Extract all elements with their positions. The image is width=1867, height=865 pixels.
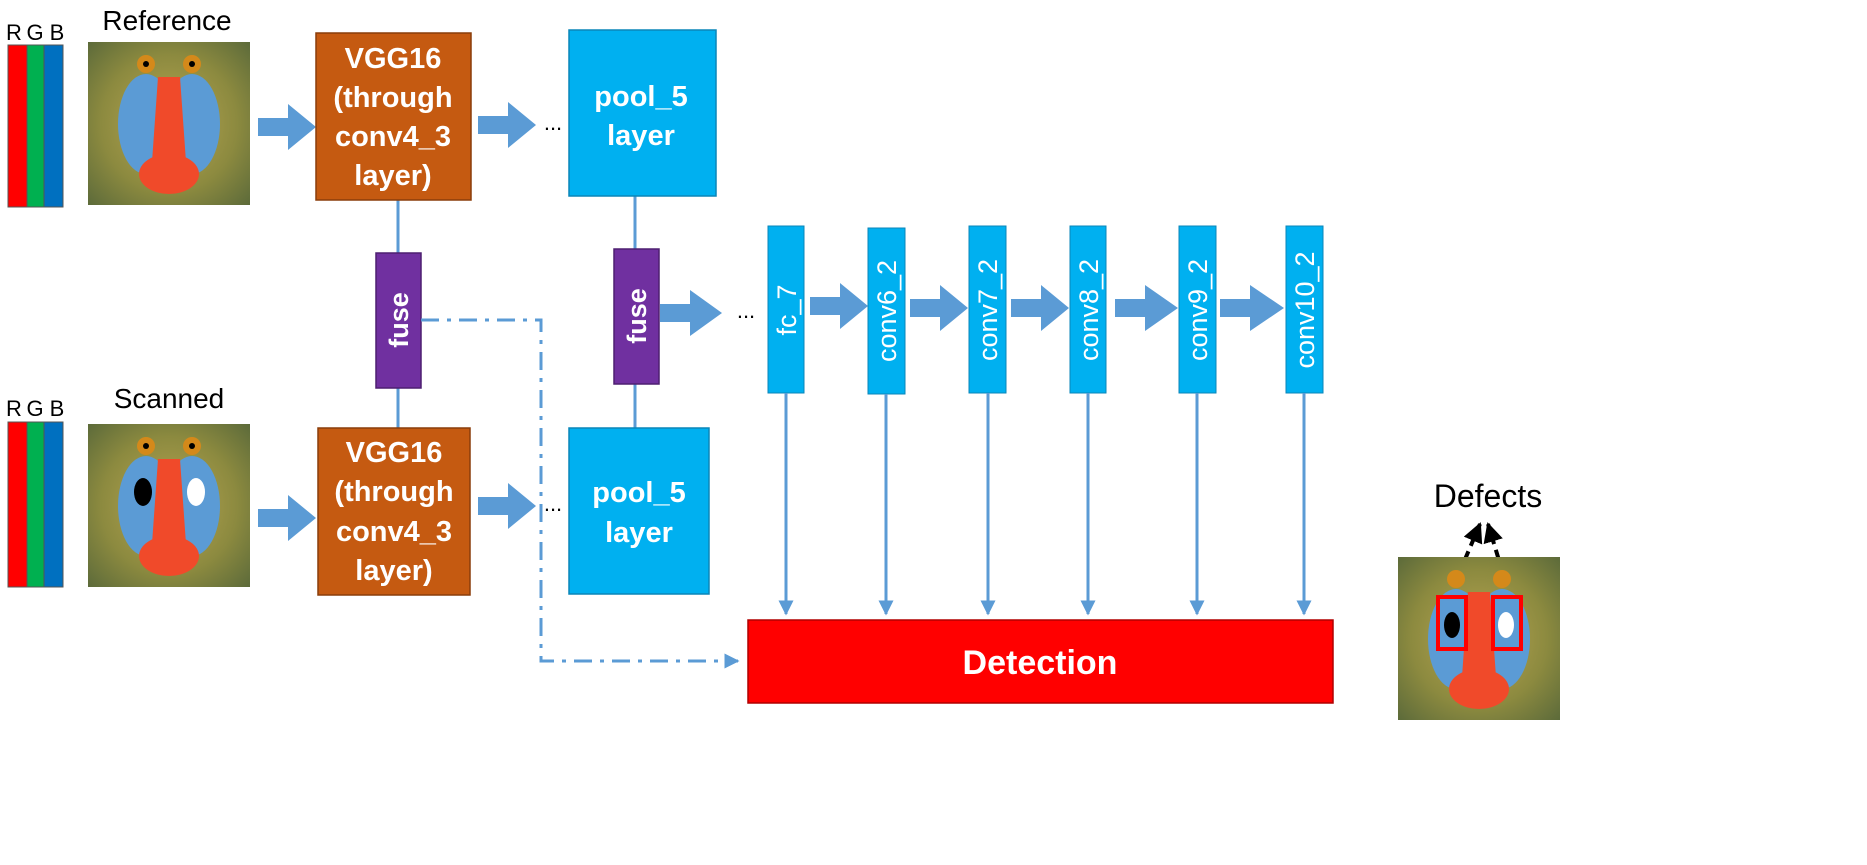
arrow-ref-to-vgg [258, 104, 316, 150]
reference-rgb-stack: R G B [6, 20, 65, 208]
vgg-top-line-4: layer) [354, 160, 431, 192]
arrow-conv9-to-conv10 [1220, 285, 1284, 331]
pool-top-line-2: layer [607, 120, 675, 152]
pool-bottom-line-1: pool_5 [592, 477, 685, 509]
layer-conv9-2: conv9_2 [1178, 225, 1217, 394]
pool-top-line-1: pool_5 [594, 81, 687, 113]
scanned-channel-g: G [26, 396, 43, 421]
layer-conv7-2: conv7_2 [968, 225, 1007, 394]
pool-top-box: pool_5 layer [568, 29, 717, 197]
layer-fc7-label: fc_7 [772, 284, 802, 335]
layer-conv10-label: conv10_2 [1290, 251, 1320, 368]
vgg-bottom-line-2: (through [334, 476, 453, 508]
layer-conv9-label: conv9_2 [1183, 259, 1213, 361]
layer-conv10-2: conv10_2 [1285, 225, 1324, 394]
detection-label: Detection [963, 644, 1118, 682]
vgg-top-box: VGG16 (through conv4_3 layer) [315, 32, 472, 201]
arrow-fuse-to-fc7 [660, 290, 722, 336]
arrow-conv7-to-conv8 [1011, 285, 1069, 331]
fuse-right-box: fuse [613, 248, 660, 385]
layer-conv6-2: conv6_2 [867, 227, 906, 395]
layer-conv7-label: conv7_2 [973, 259, 1003, 361]
vgg-top-line-1: VGG16 [345, 43, 442, 75]
connector-lines [396, 196, 637, 428]
ellipsis-top: ... [544, 110, 562, 135]
feature-layers: fc_7 conv6_2 conv7_2 conv8_2 conv9_2 con… [767, 225, 1324, 395]
reference-title: Reference [102, 5, 231, 36]
ellipsis-mid: ... [737, 298, 755, 323]
block-arrows [258, 102, 1284, 541]
vgg-top-line-2: (through [333, 82, 452, 114]
arrow-fc7-to-conv6 [810, 283, 868, 329]
reference-channel-b: B [50, 20, 65, 45]
pool-bottom-box: pool_5 layer [568, 427, 710, 595]
arrow-vggtop-out [478, 102, 536, 148]
layer-fc7: fc_7 [767, 225, 805, 394]
arrow-conv8-to-conv9 [1115, 285, 1178, 331]
skip-connection [421, 318, 740, 669]
scanned-channel-r: R [6, 396, 22, 421]
defect-box-left-icon [1436, 595, 1468, 651]
reference-channel-g: G [26, 20, 43, 45]
vgg-bottom-box: VGG16 (through conv4_3 layer) [317, 427, 471, 596]
layer-conv8-2: conv8_2 [1069, 225, 1107, 394]
detection-box: Detection [747, 619, 1334, 704]
reference-channel-r: R [6, 20, 22, 45]
layer-conv8-label: conv8_2 [1074, 259, 1104, 361]
defect-box-right-icon [1491, 595, 1523, 651]
defects-label: Defects [1434, 478, 1542, 514]
layer-conv6-label: conv6_2 [872, 260, 902, 362]
reference-baboon-image [88, 42, 250, 205]
output-baboon-image [1398, 557, 1560, 720]
scanned-rgb-stack: R G B [6, 396, 65, 588]
arrow-scan-to-vgg [258, 495, 316, 541]
fuse-right-label: fuse [622, 288, 652, 344]
layer-to-detection-arrows [778, 393, 1312, 616]
scanned-baboon-image [88, 424, 250, 587]
scanned-channel-b: B [50, 396, 65, 421]
fuse-left-box: fuse [375, 252, 422, 389]
pool-bottom-line-2: layer [605, 517, 673, 549]
scanned-title: Scanned [114, 383, 225, 414]
ellipsis-bottom: ... [544, 491, 562, 516]
vgg-top-line-3: conv4_3 [335, 121, 451, 153]
vgg-bottom-line-1: VGG16 [346, 437, 443, 469]
vgg-bottom-line-3: conv4_3 [336, 516, 452, 548]
arrow-vggbottom-out [478, 483, 536, 529]
fuse-left-label: fuse [384, 292, 414, 348]
arrow-conv6-to-conv7 [910, 285, 968, 331]
vgg-bottom-line-4: layer) [355, 555, 432, 587]
